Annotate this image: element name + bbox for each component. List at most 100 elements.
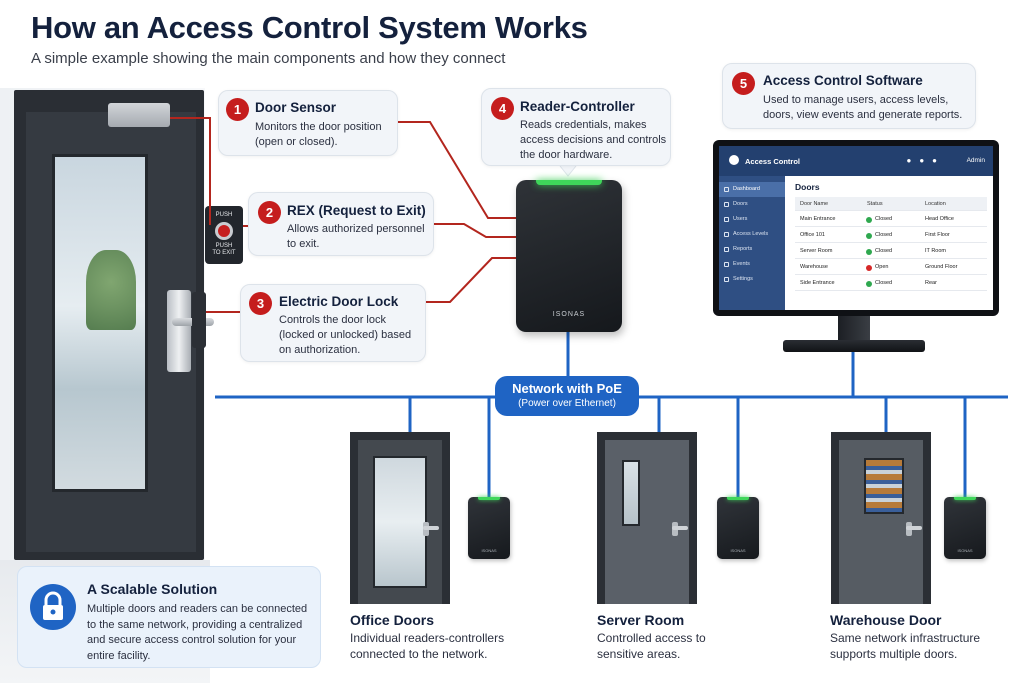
warehouse-door-title: Warehouse Door [830, 612, 942, 628]
help-icon[interactable]: ● [932, 156, 945, 165]
wire-callout-2 [434, 223, 516, 238]
office-door-glass [373, 456, 427, 588]
status-text: Open [875, 263, 889, 270]
sidebar-label: Access Levels [733, 231, 769, 237]
page-subtitle: A simple example showing the main compon… [31, 50, 506, 67]
message-icon[interactable]: ● [919, 156, 933, 165]
door-name-cell: Warehouse [800, 263, 828, 270]
reader-brand: ISONAS [730, 548, 746, 553]
notification-icon[interactable]: ● [906, 156, 920, 165]
callout-rex: 2 REX (Request to Exit) Allows authorize… [248, 192, 434, 256]
callout-badge: 4 [491, 97, 514, 120]
sidebar-item-events[interactable]: Events [719, 257, 785, 272]
sidebar-item-settings[interactable]: Settings [719, 272, 785, 287]
status-cell: Closed [865, 280, 925, 287]
office-door-handle [423, 526, 439, 530]
callout-description: Reads credentials, makes access decision… [520, 119, 667, 161]
table-row[interactable]: Main Entrance Closed Head Office [795, 211, 987, 227]
table-row[interactable]: Warehouse Open Ground Floor [795, 259, 987, 275]
page-title: How an Access Control System Works [31, 10, 588, 45]
status-text: Closed [875, 215, 893, 222]
users-icon [724, 217, 729, 222]
table-row[interactable]: Office 101 Closed First Floor [795, 227, 987, 243]
warehouse-door-handle [906, 526, 922, 530]
doors-table: Door Name Status Location Main Entrance … [795, 197, 987, 291]
sidebar-label: Events [733, 261, 750, 267]
network-sublabel: (Power over Ethernet) [518, 398, 616, 409]
plant-reflection [86, 250, 136, 330]
monitor: Access Control ●●● Admin Dashboard Doors… [713, 140, 999, 316]
door-name-cell: Server Room [800, 247, 833, 254]
sidebar-label: Settings [733, 276, 753, 282]
location-cell: Rear [925, 279, 937, 286]
callout-badge: 3 [249, 292, 272, 315]
reader-led [536, 180, 602, 185]
server-door-window [622, 460, 640, 526]
server-door-handle [672, 526, 688, 530]
sidebar-item-dashboard[interactable]: Dashboard [719, 182, 785, 197]
app-header: Access Control ●●● Admin [719, 146, 993, 176]
door-name-cell: Side Entrance [800, 279, 835, 286]
header-location: Location [925, 200, 946, 207]
user-menu[interactable]: Admin [966, 157, 985, 164]
status-dot [866, 216, 872, 223]
wire-callout-1 [398, 121, 516, 219]
callout-badge: 1 [226, 98, 249, 121]
warehouse-reader-device: ISONAS [944, 497, 986, 559]
server-room-description: Controlled access to sensitive areas. [597, 631, 706, 661]
door-icon [724, 202, 729, 207]
office-doors-title: Office Doors [350, 612, 435, 628]
scalable-description: Multiple doors and readers can be connec… [87, 603, 308, 662]
sidebar-item-reports[interactable]: Reports [719, 242, 785, 257]
header-status: Status [867, 200, 883, 207]
door-name-cell: Main Entrance [800, 215, 836, 222]
wire-callout-3 [426, 257, 516, 303]
callout-badge: 5 [732, 72, 755, 95]
reader-led [727, 497, 749, 500]
rex-push-button [215, 222, 233, 240]
monitor-stand-neck [838, 316, 870, 342]
reader-controller-device: ISONAS [516, 180, 622, 332]
callout-badge: 2 [258, 201, 281, 224]
panel-title: Doors [795, 182, 820, 192]
sidebar-label: Reports [733, 246, 753, 252]
sidebar-label: Dashboard [733, 186, 760, 192]
software-screen: Access Control ●●● Admin Dashboard Doors… [719, 146, 993, 310]
callout-description: Controls the door lock (locked or unlock… [279, 314, 412, 356]
scalable-title: A Scalable Solution [87, 581, 218, 597]
reader-brand: ISONAS [481, 548, 497, 553]
office-reader-device: ISONAS [468, 497, 510, 559]
wire-door-sensor [170, 117, 211, 225]
header-icons: ●●● [906, 156, 945, 165]
scalable-solution-box: A Scalable Solution Multiple doors and r… [17, 566, 321, 668]
location-cell: Ground Floor [925, 263, 958, 270]
table-row[interactable]: Side Entrance Closed Rear [795, 275, 987, 291]
callout-electric-lock: 3 Electric Door Lock Controls the door l… [240, 284, 426, 362]
sidebar-item-access-levels[interactable]: Access Levels [719, 227, 785, 242]
status-dot [866, 248, 872, 255]
office-doors-description: Individual readers-controllers connected… [350, 631, 505, 661]
location-cell: IT Room [925, 247, 946, 254]
sidebar-item-doors[interactable]: Doors [719, 197, 785, 212]
location-cell: First Floor [925, 231, 950, 238]
sidebar-item-users[interactable]: Users [719, 212, 785, 227]
app-logo-icon [729, 155, 739, 165]
reader-led [954, 497, 976, 500]
status-cell: Closed [865, 215, 925, 223]
table-header-row: Door Name Status Location [795, 197, 987, 211]
electric-lock-device [192, 292, 206, 348]
rex-label-top: PUSH [215, 212, 233, 218]
door-name-cell: Office 101 [800, 231, 825, 238]
rex-button-device: PUSH PUSH TO EXIT [205, 206, 243, 264]
sidebar-label: Users [733, 216, 748, 222]
dashboard-icon [724, 187, 729, 192]
server-room-title: Server Room [597, 612, 685, 628]
callout-door-sensor: 1 Door Sensor Monitors the door position… [218, 90, 398, 156]
table-row[interactable]: Server Room Closed IT Room [795, 243, 987, 259]
status-cell: Open [865, 263, 925, 271]
warehouse-door-description: Same network infrastructure supports mul… [830, 631, 981, 661]
sidebar-label: Doors [733, 201, 748, 207]
status-dot [866, 280, 872, 287]
header-door-name: Door Name [800, 200, 829, 207]
events-icon [724, 262, 729, 267]
